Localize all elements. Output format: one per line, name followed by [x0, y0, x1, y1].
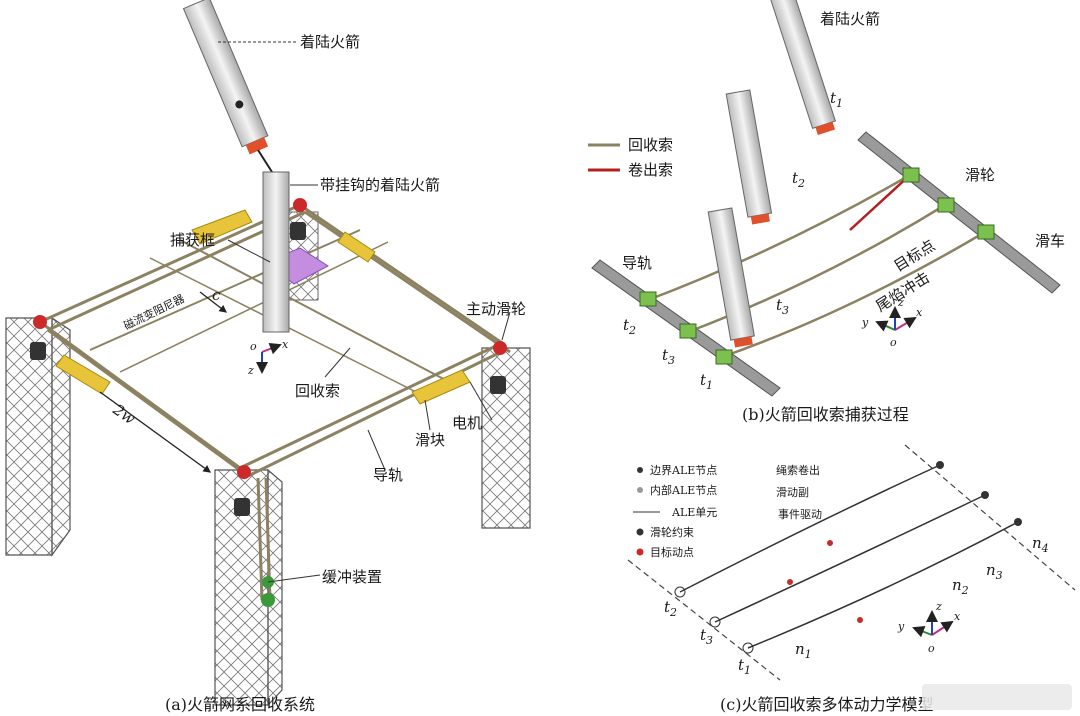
tower-front — [214, 468, 283, 707]
t1-c: t1 — [738, 656, 751, 677]
legend-c-payout: 绳索卷出 — [776, 463, 820, 477]
dim-c-label: c — [212, 286, 221, 304]
tower-right — [481, 347, 531, 529]
panel-a: o x z c 2w 着陆火箭 带挂钩的着陆火箭 捕获框 磁流变阻尼器 主动滑轮… — [5, 0, 531, 714]
dim-2w-label: 2w — [109, 400, 139, 428]
axis-o-c: o — [928, 642, 935, 655]
dim-c-arrow — [199, 291, 228, 313]
axis-y-b: y — [861, 316, 869, 329]
dim-2w-arrow — [99, 391, 212, 473]
label-target-point: 目标点 — [891, 236, 939, 275]
tower-left — [5, 316, 71, 557]
label-pulley-b: 滑轮 — [965, 166, 995, 184]
legend-c-element: ALE单元 — [671, 506, 717, 519]
label-trolley-b: 滑车 — [1035, 232, 1065, 250]
landing-rocket-b2 — [725, 89, 773, 225]
t2-b-left: t2 — [623, 316, 636, 337]
label-slider: 滑块 — [415, 431, 445, 449]
hook-line — [257, 149, 273, 173]
axis-o-b: o — [890, 336, 897, 349]
n2-c: n2 — [952, 576, 969, 597]
rails-c — [627, 444, 1076, 681]
cables-b — [647, 173, 986, 359]
label-landing-rocket-b: 着陆火箭 — [820, 10, 880, 28]
t3-c: t3 — [700, 626, 713, 647]
legend-c-boundary: 边界ALE节点 — [650, 464, 717, 477]
axes-b — [875, 306, 917, 332]
label-recovery-cable-a: 回收索 — [295, 382, 340, 400]
watermark-bar — [922, 684, 1072, 710]
trolleys-b — [639, 167, 995, 365]
label-hook-rocket: 带挂钩的着陆火箭 — [320, 176, 440, 194]
n1-c: n1 — [795, 640, 812, 661]
panel-b: 回收索 卷出索 — [588, 0, 1065, 424]
nodes-c — [674, 461, 1022, 654]
label-landing-rocket-a: 着陆火箭 — [300, 33, 360, 51]
motors — [30, 222, 506, 516]
legend-c-left: 边界ALE节点 内部ALE节点 ALE单元 滑轮约束 目标动点 — [633, 464, 717, 559]
axis-z-c: z — [935, 600, 942, 613]
axis-z-a: z — [247, 364, 254, 377]
label-active-pulley: 主动滑轮 — [466, 300, 526, 318]
leaders-a — [218, 41, 511, 583]
panel-c: 边界ALE节点 内部ALE节点 ALE单元 滑轮约束 目标动点 绳索卷出 滑动副… — [627, 444, 1076, 714]
cables-c — [679, 464, 1019, 649]
label-guide-rail-b: 导轨 — [622, 254, 652, 272]
landing-rocket-b3 — [707, 207, 755, 348]
label-capture-frame: 捕获框 — [170, 231, 215, 249]
caption-a: (a)火箭网系回收系统 — [165, 695, 315, 714]
n4-c: n4 — [1032, 534, 1049, 555]
axes-c — [912, 610, 954, 638]
caption-c: (c)火箭回收索多体动力学模型 — [720, 695, 933, 714]
t1-b-left: t1 — [700, 371, 713, 392]
legend-payout-label: 卷出索 — [628, 161, 673, 179]
axis-y-c: y — [897, 620, 905, 633]
axis-o-a: o — [250, 340, 257, 353]
axis-x-b: x — [916, 306, 923, 319]
t1-b-rocket: t1 — [830, 89, 843, 110]
label-motor: 电机 — [452, 414, 482, 432]
t3-b-left: t3 — [662, 346, 675, 367]
sliders — [55, 209, 471, 405]
legend-c-target: 目标动点 — [650, 545, 694, 559]
legend-c-right: 绳索卷出 滑动副 事件驱动 — [776, 463, 822, 521]
legend-recovery-label: 回收索 — [628, 136, 673, 154]
landing-rocket-b1 — [768, 0, 837, 136]
t2-c: t2 — [664, 598, 677, 619]
axis-z-b: z — [897, 296, 904, 309]
caption-b: (b)火箭回收索捕获过程 — [742, 405, 909, 424]
landing-rocket-a — [182, 0, 269, 155]
legend-c-event: 事件驱动 — [778, 508, 822, 521]
t2-b-rocket: t2 — [792, 169, 805, 190]
active-pulleys — [33, 198, 507, 479]
axis-x-a: x — [282, 338, 289, 351]
legend-c-internal: 内部ALE节点 — [650, 483, 717, 497]
axis-x-c: x — [954, 610, 961, 623]
label-buffer: 缓冲装置 — [322, 568, 382, 586]
n3-c: n3 — [986, 561, 1003, 582]
legend-c-sliding: 滑动副 — [776, 486, 809, 499]
label-guide-rail-a: 导轨 — [373, 466, 403, 484]
legend-c-pulley: 滑轮约束 — [650, 525, 694, 539]
axes-a — [256, 343, 282, 374]
hook-rocket-a — [262, 171, 290, 333]
t3-b-rocket: t3 — [776, 296, 789, 317]
